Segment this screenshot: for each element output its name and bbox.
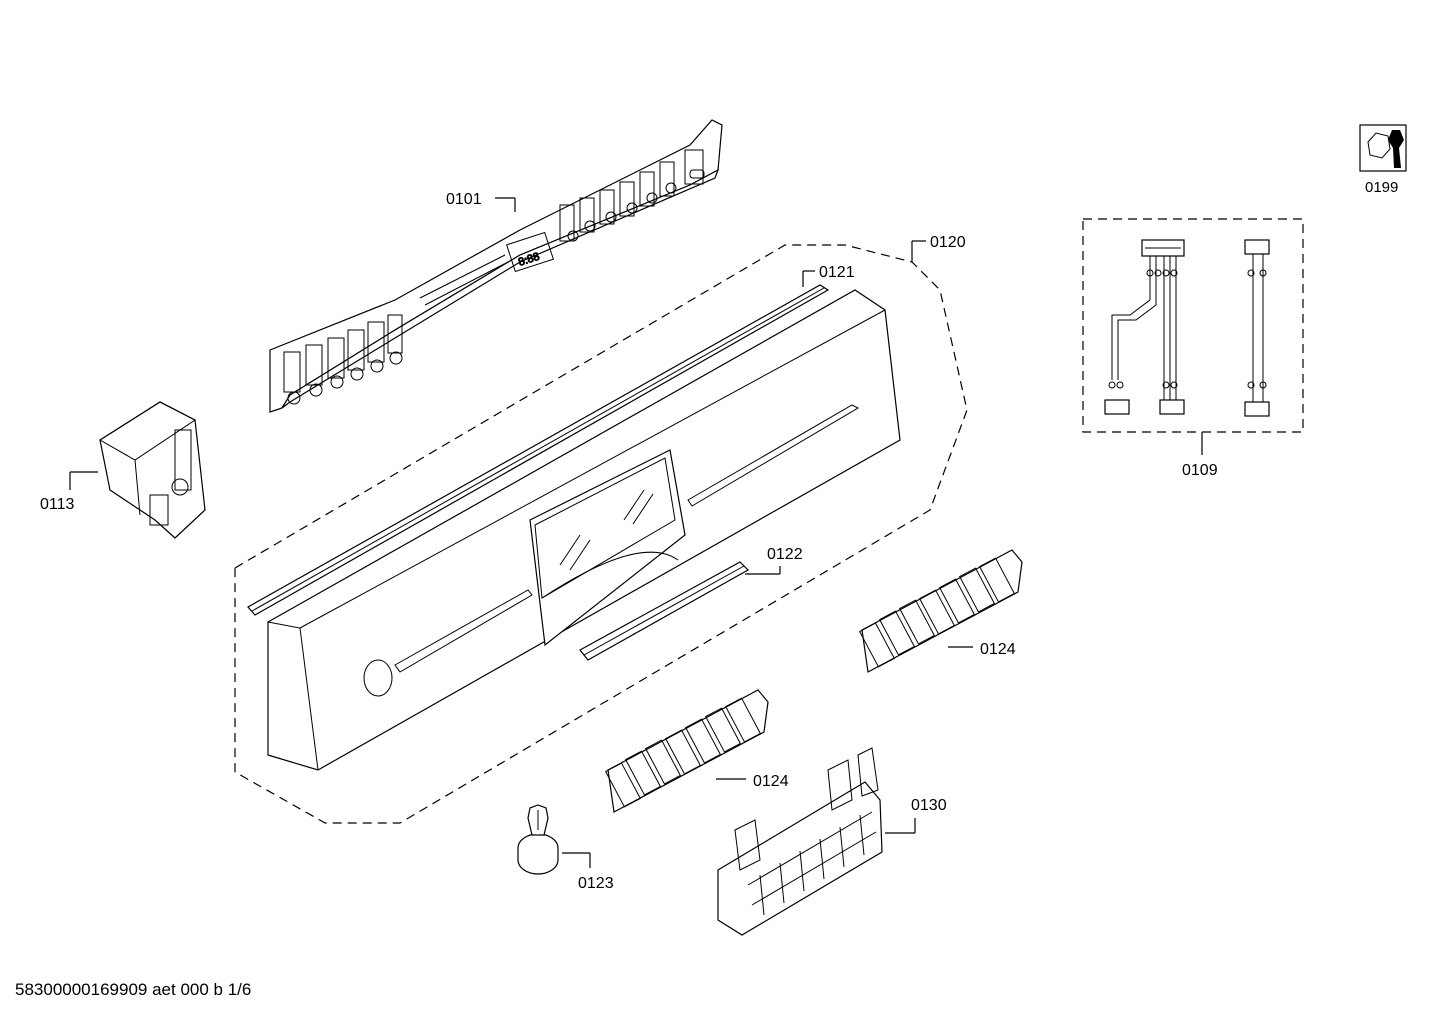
part-0130-bracket[interactable] [717,747,883,936]
group-0120-outline [234,244,968,824]
part-0122-trim-strip[interactable] [579,561,749,661]
document-code: 58300000169909 aet 000 b 1/6 [15,980,252,999]
leader-0123 [562,852,591,868]
part-0109-wiring-harness[interactable] [1082,218,1304,433]
label-0122: 0122 [767,546,803,563]
leader-0122 [745,566,781,575]
label-0123: 0123 [578,875,614,892]
part-0113-switch-module[interactable] [99,401,206,539]
label-0124-lower: 0124 [753,773,789,790]
part-0124-button-set-lower[interactable] [604,689,769,813]
leader-0130 [885,818,916,834]
label-0199: 0199 [1365,179,1398,196]
part-0123-knob[interactable] [517,804,559,875]
label-0101: 0101 [446,191,482,208]
leader-0113 [69,471,98,490]
leader-0121 [802,270,815,287]
label-0121: 0121 [819,264,855,281]
part-0121-seal-strip[interactable] [247,284,830,616]
label-0109: 0109 [1182,462,1218,479]
leader-0120 [911,240,926,262]
control-panel-fascia[interactable] [267,289,901,771]
label-0113: 0113 [40,496,75,513]
label-0130: 0130 [911,797,947,814]
leader-0101 [495,197,516,212]
part-0101-control-module[interactable]: 8:88 [269,119,723,413]
wrench-nut-icon [1359,124,1407,172]
part-0124-button-set-upper[interactable] [858,549,1023,673]
label-0120: 0120 [930,234,966,251]
label-0124-upper: 0124 [980,641,1016,658]
